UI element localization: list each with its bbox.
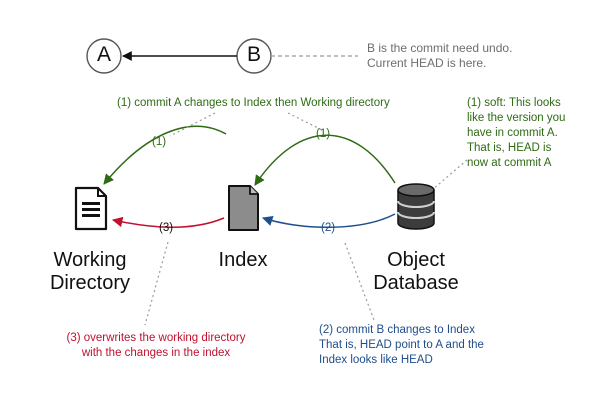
leader-top-right xyxy=(287,112,323,131)
red-arrow-index-to-working xyxy=(111,216,225,228)
commit-a-label: A xyxy=(96,43,111,66)
commit-b-label: B xyxy=(246,43,261,66)
step3-note: (3) overwrites the working directory wit… xyxy=(66,332,246,359)
working-directory-label: Working Directory xyxy=(49,249,130,294)
head-note: B is the commit need undo. Current HEAD … xyxy=(367,41,513,70)
step2-note: (2) commit B changes to Index That is, H… xyxy=(319,324,484,366)
database-icon xyxy=(397,183,435,230)
step1-note: (1) commit A changes to Index then Worki… xyxy=(117,97,390,109)
green-arrow-index-to-working xyxy=(103,125,227,185)
step-label-green-right: (1) xyxy=(316,128,331,140)
leader-top-left xyxy=(169,112,216,137)
step-label-red: (3) xyxy=(159,222,174,234)
soft-note: (1) soft: This looks like the version yo… xyxy=(467,97,566,169)
object-database-label: Object Database xyxy=(373,249,459,294)
document-icon xyxy=(74,186,108,231)
blue-arrow-db-to-index xyxy=(262,213,396,228)
leader-soft-note xyxy=(431,159,468,191)
leader-blue-note xyxy=(344,242,375,321)
step-label-blue: (2) xyxy=(321,222,336,234)
green-arrow-db-to-index xyxy=(254,134,396,186)
index-label: Index xyxy=(218,249,268,271)
commit-a-node xyxy=(86,38,122,74)
file-icon xyxy=(228,185,259,231)
step-label-green-left: (1) xyxy=(152,136,167,148)
leader-red-note xyxy=(144,241,169,326)
